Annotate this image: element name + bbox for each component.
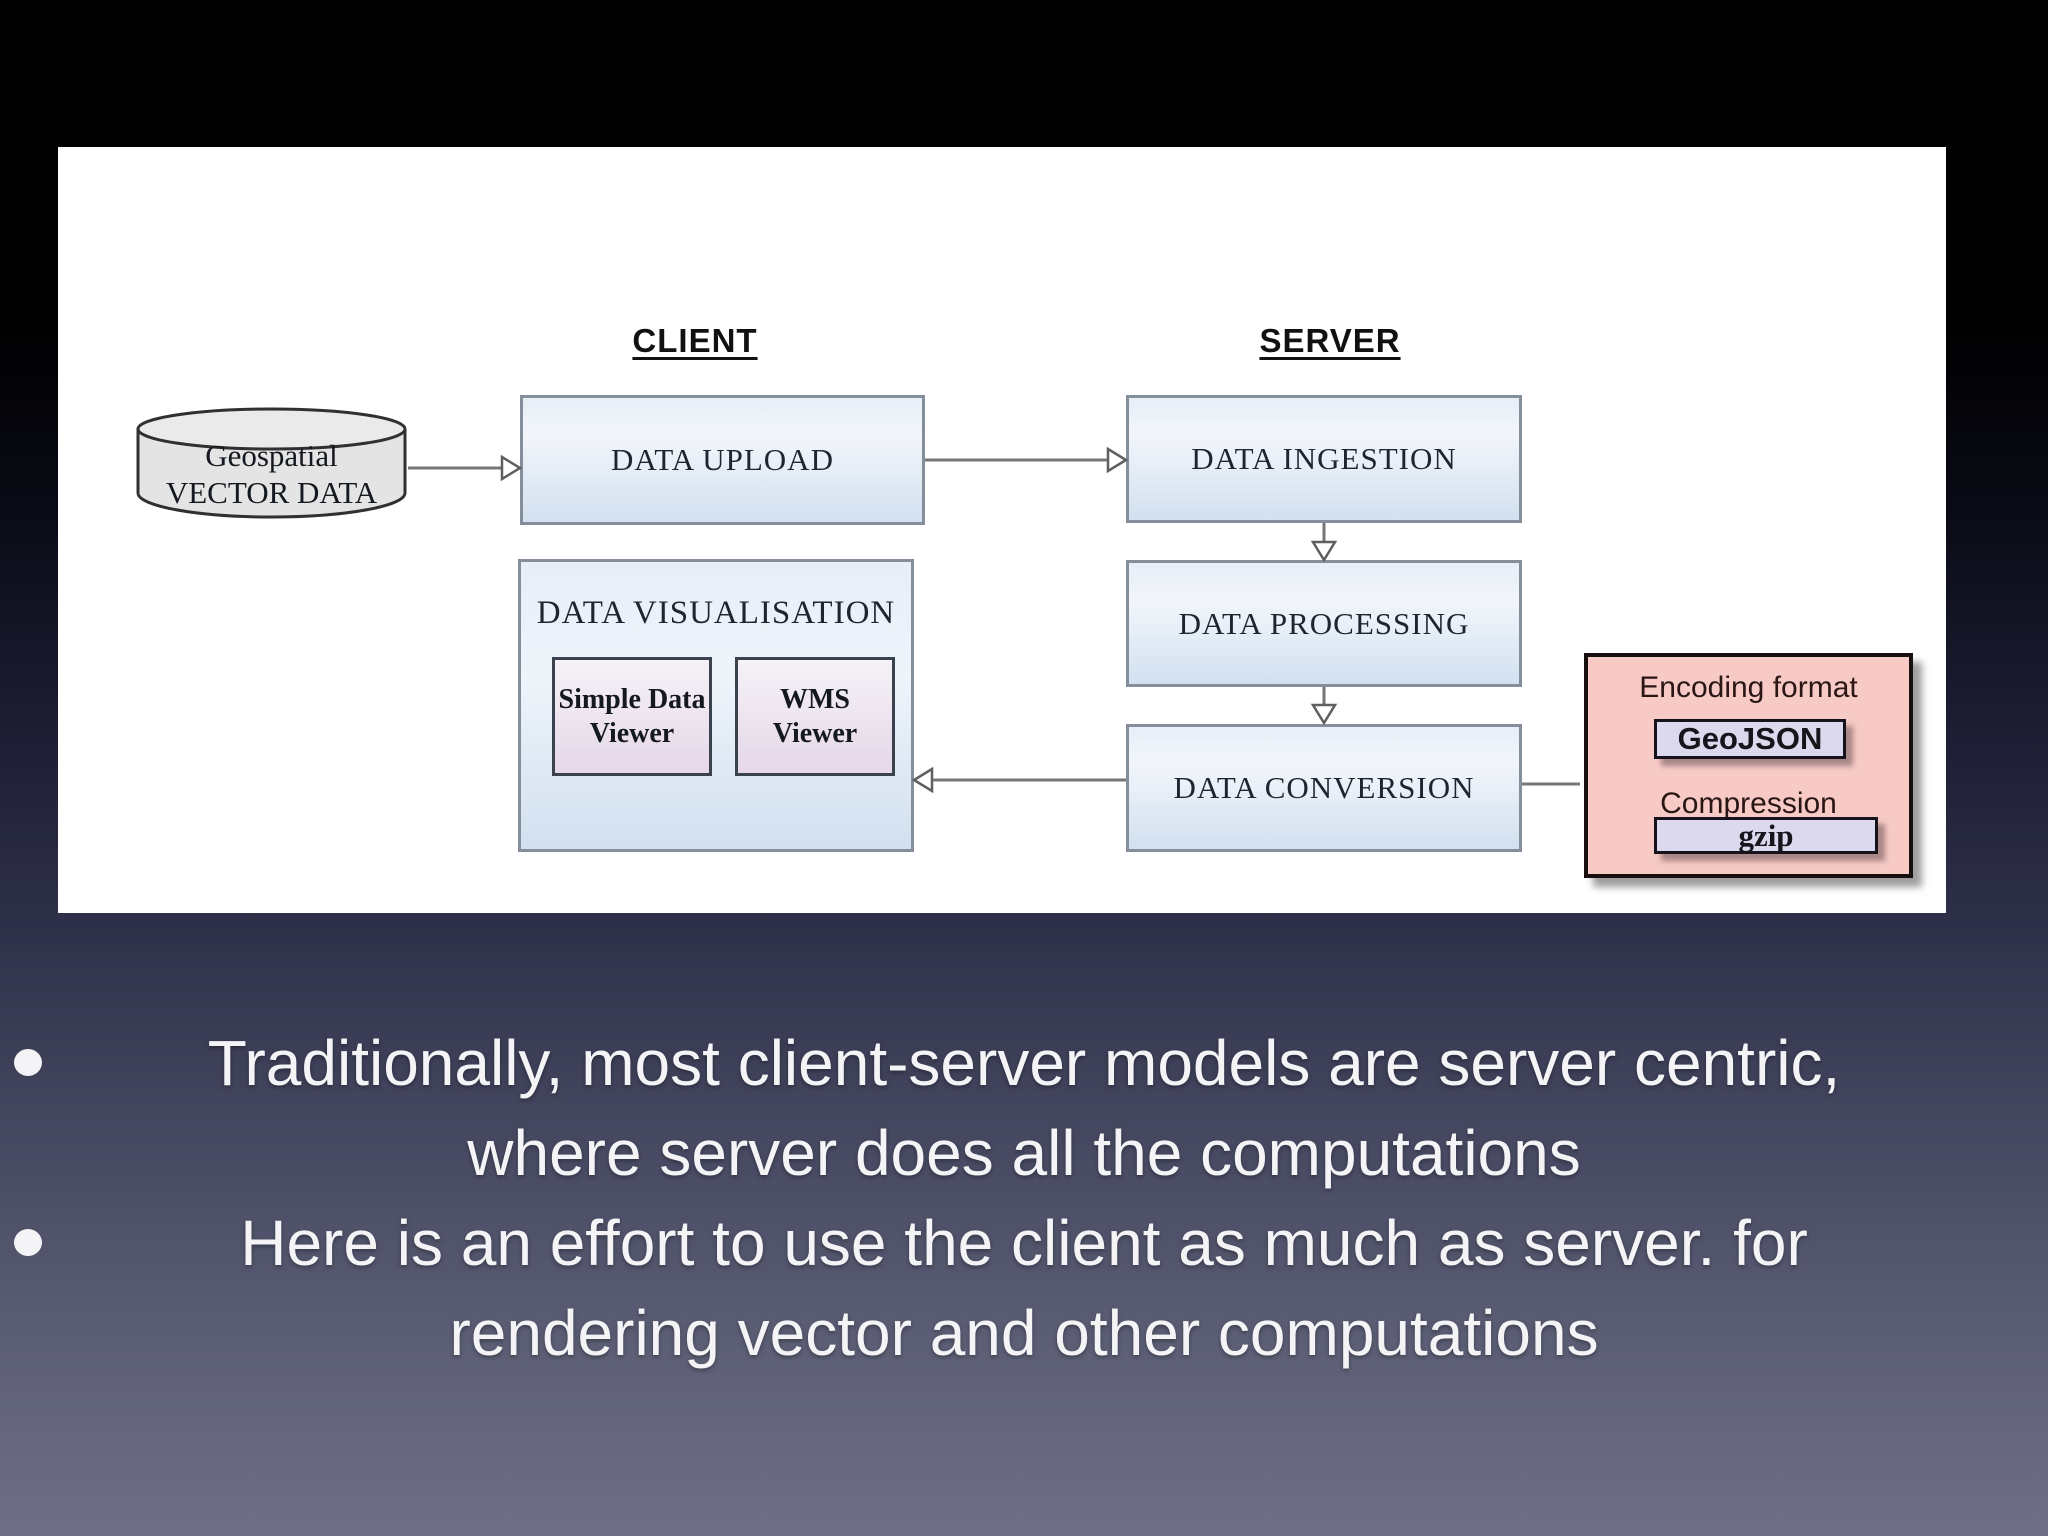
cylinder-label: Geospatial VECTOR DATA — [165, 438, 378, 510]
bullet-2-line-2: rendering vector and other computations — [449, 1297, 1599, 1369]
gzip-label: gzip — [1738, 817, 1794, 853]
compression-label: Compression — [1660, 787, 1837, 820]
data-conversion-label: DATA CONVERSION — [1173, 770, 1475, 805]
server-header: SERVER — [1259, 322, 1401, 359]
bullet-list: Traditionally, most client-server models… — [0, 1018, 2048, 1378]
arrow-upload-to-ingestion — [925, 446, 1129, 474]
data-visualisation-label: DATA VISUALISATION — [536, 595, 896, 631]
wms-viewer-box: WMS Viewer — [735, 657, 895, 776]
simple-data-viewer-label: Simple Data Viewer — [558, 683, 706, 749]
arrow-ingestion-to-processing — [1310, 523, 1338, 563]
data-conversion-box: DATA CONVERSION — [1126, 724, 1522, 852]
bullet-1-line-1: Traditionally, most client-server models… — [207, 1027, 1841, 1099]
data-processing-label: DATA PROCESSING — [1178, 605, 1470, 641]
arrow-conversion-to-visualisation — [911, 766, 1126, 794]
client-header: CLIENT — [632, 322, 758, 359]
geojson-label: GeoJSON — [1677, 721, 1823, 756]
gzip-value-box: gzip — [1654, 817, 1878, 854]
bullet-dot — [14, 1049, 42, 1076]
wms-viewer-label: WMS Viewer — [772, 683, 858, 749]
data-visualisation-box: DATA VISUALISATION Simple Data Viewer WM… — [518, 559, 914, 852]
data-processing-box: DATA PROCESSING — [1126, 560, 1522, 687]
encoding-format-label: Encoding format — [1639, 671, 1858, 704]
arrow-cylinder-to-upload — [408, 454, 523, 482]
bullet-1-line-2: where server does all the computations — [467, 1117, 1581, 1189]
cylinder-shape-icon — [136, 407, 407, 519]
bullet-2-line-1: Here is an effort to use the client as m… — [240, 1207, 1808, 1279]
data-ingestion-box: DATA INGESTION — [1126, 395, 1522, 523]
data-upload-box: DATA UPLOAD — [520, 395, 925, 525]
data-ingestion-label: DATA INGESTION — [1191, 441, 1457, 476]
encoding-panel: Encoding format GeoJSON Compression gzip — [1584, 653, 1913, 878]
geojson-value-box: GeoJSON — [1654, 719, 1846, 759]
diagram-panel: CLIENT SERVER Geospatial VECTOR DATA DAT… — [58, 147, 1946, 913]
simple-data-viewer-box: Simple Data Viewer — [552, 657, 712, 776]
bullet-dot — [14, 1229, 42, 1256]
bullet-item-1: Traditionally, most client-server models… — [0, 1018, 2048, 1198]
data-upload-label: DATA UPLOAD — [611, 442, 834, 477]
arrow-processing-to-conversion — [1310, 687, 1338, 726]
bullet-item-2: Here is an effort to use the client as m… — [0, 1198, 2048, 1378]
vector-data-cylinder: Geospatial VECTOR DATA — [135, 405, 408, 520]
